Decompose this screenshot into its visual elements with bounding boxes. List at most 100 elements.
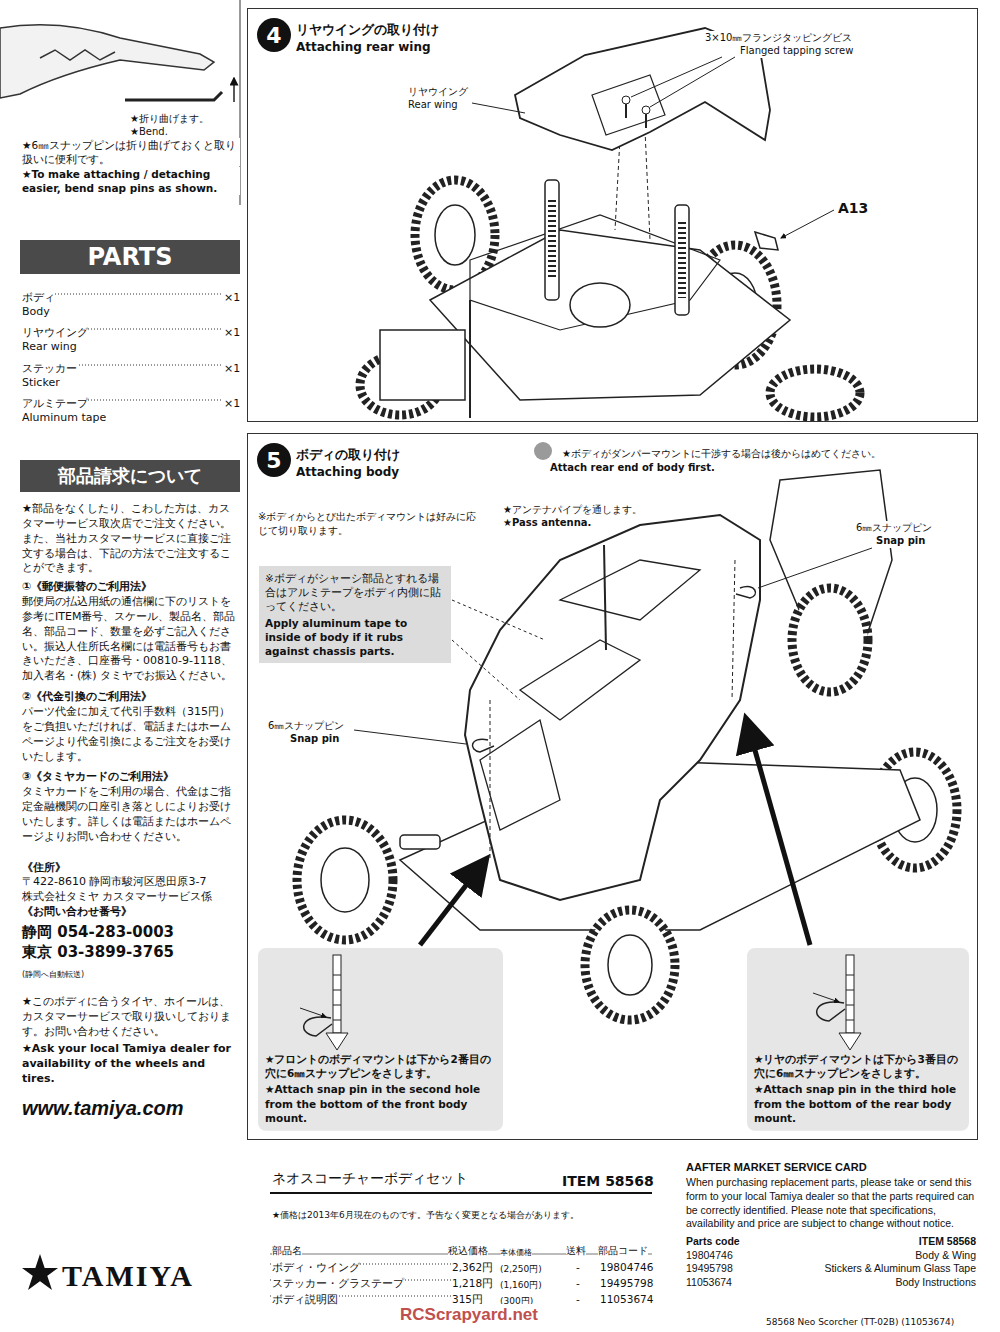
label-text: ②《代金引換のご利用法》	[22, 690, 240, 705]
note-text: ※ボディがシャーシ部品とすれる場合はアルミテープをボディ内側に貼ってください。	[265, 571, 445, 614]
label-text: 郵便局の払込用紙の通信欄に下のリストを参考にITEM番号、スケール、製品名、部品…	[22, 595, 240, 684]
label-anchor: 19495798	[600, 1272, 653, 1291]
label-anchor: ★Pass antenna.	[503, 511, 591, 530]
label-text: 19804746	[686, 1249, 733, 1263]
label-text: -	[576, 1292, 580, 1306]
label-text: 東京 03-3899-3765	[22, 942, 174, 962]
label-anchor: ボディ説明図	[272, 1288, 338, 1307]
label-anchor: (2,250円)	[500, 1257, 542, 1276]
label-text: アルミテープ	[22, 397, 88, 412]
section-band: 部品請求について	[20, 460, 240, 492]
label-text: ITEM 58568	[562, 1172, 654, 1191]
label-text: ITEM 58568	[919, 1235, 976, 1249]
label-text: 19804746	[600, 1260, 653, 1274]
label-anchor: ボディ	[22, 286, 55, 306]
note-text: ★Attach snap pin in the third hole from …	[754, 1082, 962, 1125]
label-anchor: ボディ・ウイング	[272, 1256, 360, 1275]
label-anchor: ★価格は2013年6月現在のものです。予告なく変更となる場合があります。	[272, 1203, 579, 1222]
label-anchor: 19804746	[600, 1256, 653, 1275]
note-text: ★フロントのボディマウントは下から2番目の穴に6㎜スナップピンをさします。	[265, 1052, 496, 1080]
label-anchor: ×1	[224, 392, 240, 412]
label-anchor: A13	[838, 198, 868, 218]
card-row: Parts code ITEM 58568	[686, 1235, 976, 1249]
label-text: Stickers & Aluminum Glass Tape	[824, 1262, 976, 1276]
label-anchor: 本体価格	[500, 1240, 532, 1259]
step-number-circle: 5	[257, 443, 291, 477]
label-text: 静岡 054-283-0003	[22, 922, 240, 942]
label-text: ③《タミヤカードのご利用法》	[22, 770, 240, 785]
label-text: (静岡へ自動転送)	[22, 970, 84, 981]
label-text: 11053674	[686, 1276, 732, 1290]
label-text: AAFTER MARKET SERVICE CARD	[686, 1160, 976, 1174]
card-row: 19495798 Stickers & Aluminum Glass Tape	[686, 1262, 976, 1276]
label-text: A13	[838, 199, 868, 218]
label-anchor: 58568 Neo Scorcher (TT-02B) (11053674)	[766, 1310, 954, 1329]
label-anchor: 6㎜スナップピン	[268, 714, 344, 733]
label-anchor: ステッカー	[22, 357, 77, 377]
label-anchor: 1,218円	[452, 1272, 493, 1291]
label-text: ★このボディに合うタイヤ、ホイールは、カスタマーサービスで取り扱いしております。…	[22, 995, 240, 1040]
label-text: ★Pass antenna.	[503, 516, 591, 530]
label-anchor: 3×10㎜フランジタッピングビス	[705, 26, 852, 45]
label-text: Body	[22, 305, 50, 320]
label-text: ボディ・ウイング	[272, 1260, 360, 1274]
label-text: Attach rear end of body first.	[550, 461, 715, 475]
label-text: Rear wing	[408, 98, 458, 112]
label-text: 11053674	[600, 1292, 653, 1306]
label-text: 《お問い合わせ番号》	[22, 905, 240, 920]
label-text: 〒422-8610 静岡市駿河区恩田原3-7	[22, 875, 240, 890]
label-anchor: アルミテープ	[22, 392, 88, 412]
label-anchor: 6㎜スナップピン	[856, 516, 932, 535]
label-anchor: -	[576, 1288, 580, 1307]
label-anchor: -	[576, 1256, 580, 1275]
brand-logo: TAMIYA	[62, 1256, 194, 1297]
label-anchor: ★6㎜スナップピンは折り曲げておくと取り扱いに便利です。	[22, 138, 240, 166]
label-text: ★折り曲げます。	[130, 112, 209, 126]
label-anchor: 11053674	[600, 1288, 653, 1307]
label-anchor: 送料	[566, 1239, 586, 1258]
label-anchor: ×1	[224, 357, 240, 377]
label-text: 1,218円	[452, 1276, 493, 1290]
label-anchor: Snap pin	[876, 529, 925, 548]
section-title: PARTS	[87, 243, 172, 271]
label-text: ★To make attaching / detaching easier, b…	[22, 167, 240, 195]
label-text: Sticker	[22, 376, 60, 391]
detail-inset: ★リヤのボディマウントは下から3番目の穴に6㎜スナップピンをさします。★Atta…	[747, 948, 969, 1131]
label-text: 株式会社タミヤ カスタマーサービス係	[22, 890, 240, 905]
label-text: Snap pin	[290, 732, 339, 746]
label-text: Parts code	[686, 1235, 740, 1249]
label-anchor: TAMIYA	[62, 1256, 194, 1297]
text-column: AAFTER MARKET SERVICE CARDWhen purchasin…	[686, 1160, 976, 1289]
step-panel: ボディの取り付けAttaching body5※ボディがシャーシ部品とすれる場合…	[247, 433, 978, 1140]
label-text: 《住所》	[22, 861, 240, 876]
detail-inset: ★フロントのボディマウントは下から2番目の穴に6㎜スナップピンをさします。★At…	[258, 948, 503, 1131]
label-text: 19495798	[686, 1262, 733, 1276]
step-title: リヤウイングの取り付け	[296, 22, 439, 39]
label-anchor: リヤウイング	[22, 321, 88, 341]
label-text: ※ボディからとび出たボディマウントは好みに応じて切り取ります。	[258, 510, 480, 537]
label-anchor: ※ボディからとび出たボディマウントは好みに応じて切り取ります。	[258, 510, 480, 537]
label-text: 19495798	[600, 1276, 653, 1290]
label-text: Aluminum tape	[22, 411, 106, 426]
step-title: ボディの取り付け	[296, 447, 400, 464]
step-number: 5	[266, 448, 281, 473]
label-text: 6㎜スナップピン	[268, 719, 344, 733]
label-text: リヤウイング	[408, 85, 468, 99]
label-text: ★価格は2013年6月現在のものです。予告なく変更となる場合があります。	[272, 1209, 579, 1221]
label-anchor: RCScrapyard.net	[400, 1304, 538, 1327]
label-text: Snap pin	[876, 534, 925, 548]
label-anchor: ネオスコーチャーボディセット	[272, 1168, 468, 1188]
label-text: ★アンテナパイプを通します。	[503, 503, 642, 517]
label-text: Rear wing	[22, 340, 77, 355]
note-box: ※ボディがシャーシ部品とすれる場合はアルミテープをボディ内側に貼ってください。A…	[259, 566, 451, 663]
label-text: ステッカー・グラステープ	[272, 1276, 404, 1290]
label-anchor: ★アンテナパイプを通します。	[503, 498, 642, 517]
section-band: PARTS	[20, 240, 240, 274]
label-text: ×1	[224, 291, 240, 306]
label-anchor: ×1	[224, 286, 240, 306]
card-row: 11053674Body Instructions	[686, 1276, 976, 1290]
section-title: 部品請求について	[58, 464, 202, 488]
label-anchor: ×1	[224, 321, 240, 341]
label-text: (2,250円)	[500, 1263, 542, 1275]
label-anchor: Attach rear end of body first.	[550, 456, 715, 475]
